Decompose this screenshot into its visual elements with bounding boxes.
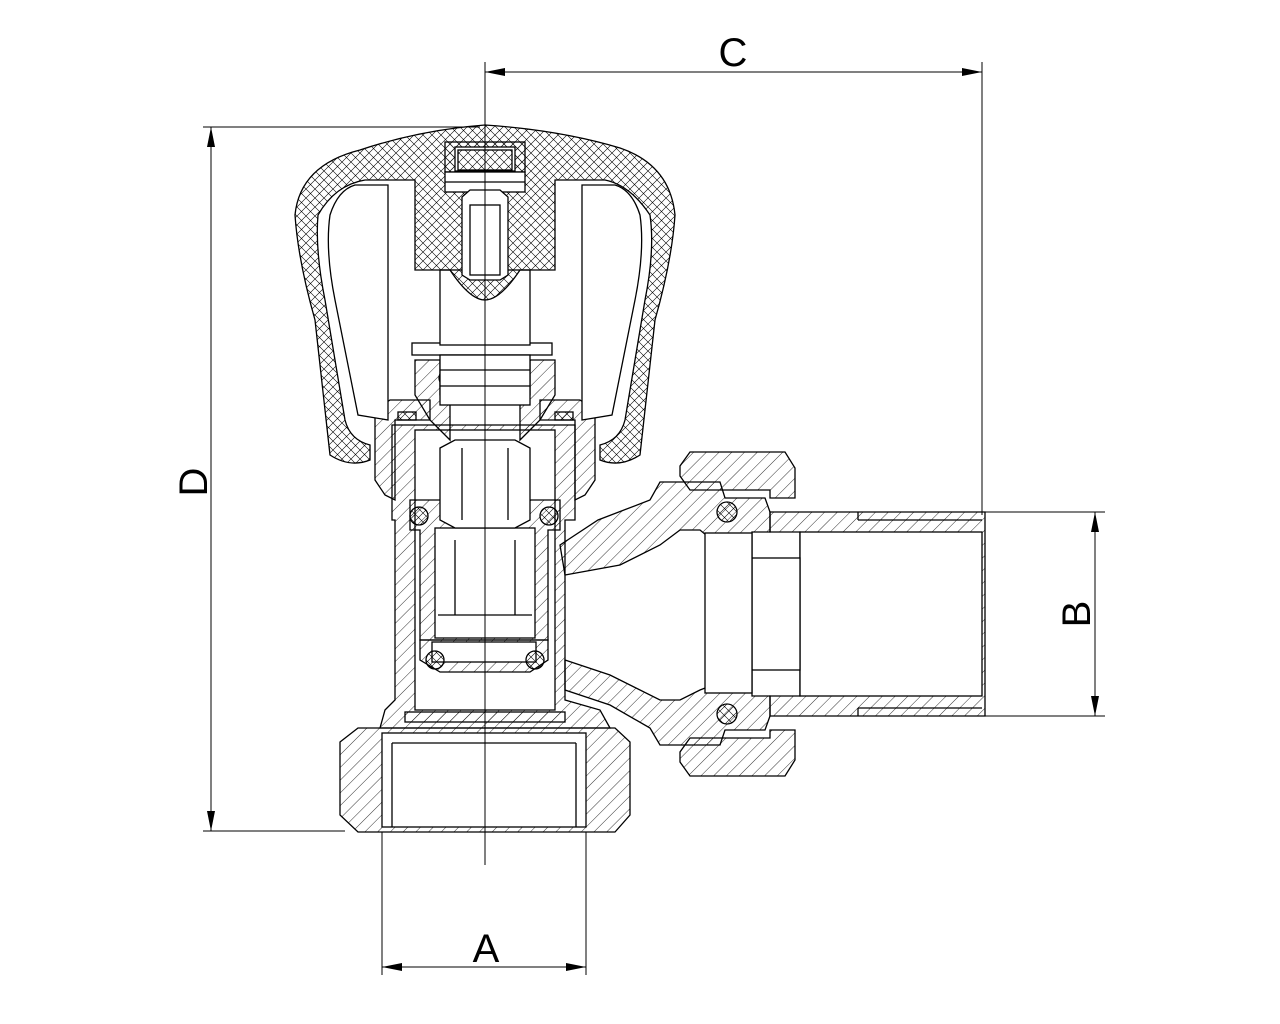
bonnet-nut: [374, 342, 596, 502]
label-c: C: [719, 31, 748, 75]
dimension-b: B: [985, 511, 1105, 717]
valve-body-branch: [559, 481, 771, 746]
dimension-c: C: [484, 31, 983, 515]
outlet-tailpiece: [751, 511, 986, 717]
label-a: A: [473, 927, 500, 971]
label-b: B: [1055, 601, 1099, 628]
dimension-d: D: [172, 126, 480, 832]
label-d: D: [172, 468, 216, 497]
dimension-a: A: [381, 832, 587, 975]
